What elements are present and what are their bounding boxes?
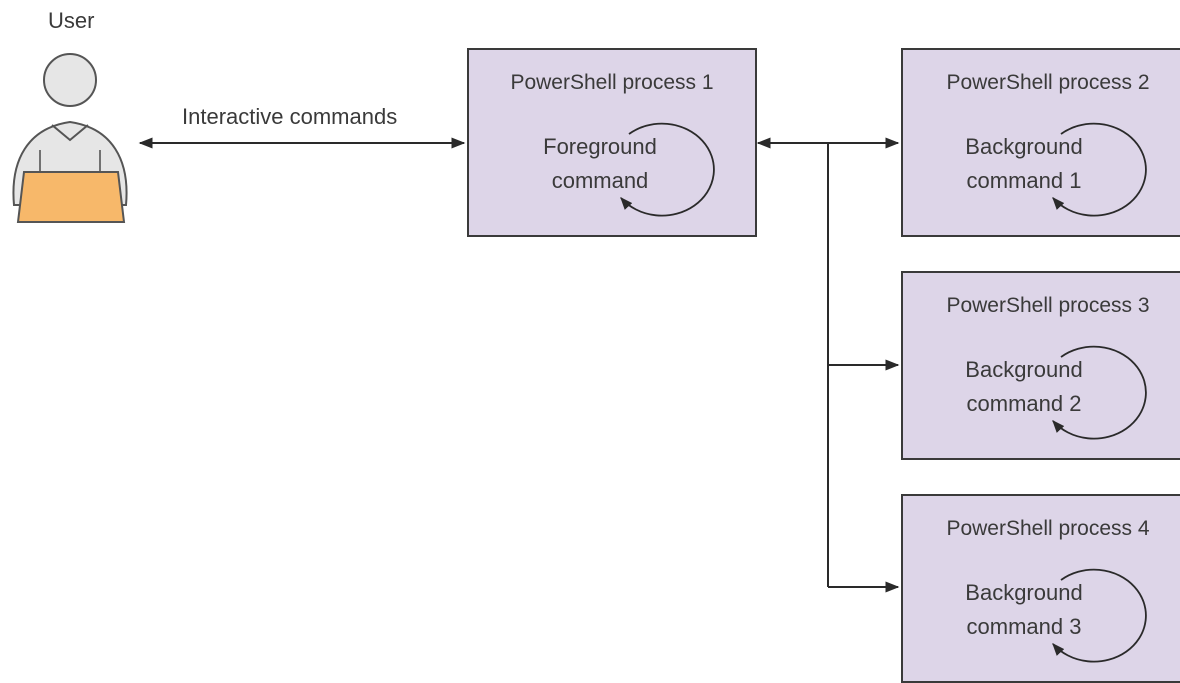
- command-text: Background command 1: [903, 130, 1145, 198]
- process-title: PowerShell process 1: [510, 71, 714, 94]
- process-box-3: PowerShell process 3 Background command …: [901, 271, 1180, 460]
- user-collar: [51, 124, 89, 142]
- command-text: Foreground command: [469, 130, 731, 198]
- command-line-1: Background: [965, 580, 1083, 605]
- command-line-2: command: [551, 168, 649, 193]
- process-title: PowerShell process 4: [946, 517, 1150, 540]
- user-head: [43, 53, 97, 107]
- user-label: User: [48, 8, 95, 33]
- command-line-1: Background: [965, 134, 1083, 159]
- interactive-commands-label: Interactive commands: [182, 104, 398, 129]
- process-box-4: PowerShell process 4 Background command …: [901, 494, 1180, 683]
- command-line-1: Background: [965, 357, 1083, 382]
- command-line-2: command 3: [966, 614, 1082, 639]
- loop-arrow-icon: [1052, 568, 1147, 663]
- command-text: Background command 3: [903, 576, 1145, 644]
- process-box-1: PowerShell process 1 Foreground command: [467, 48, 757, 237]
- command-text: Background command 2: [903, 353, 1145, 421]
- loop-arrow-icon: [1052, 345, 1147, 440]
- command-line-2: command 1: [966, 168, 1082, 193]
- command-line-1: Foreground: [543, 134, 657, 159]
- user-at-laptop-icon: [12, 53, 128, 223]
- loop-arrow-icon: [1052, 122, 1147, 217]
- laptop-icon: [16, 171, 126, 223]
- process-title: PowerShell process 3: [946, 294, 1150, 317]
- process-title: PowerShell process 2: [946, 71, 1150, 94]
- process-box-2: PowerShell process 2 Background command …: [901, 48, 1180, 237]
- loop-arrow-icon: [620, 122, 715, 217]
- command-line-2: command 2: [966, 391, 1082, 416]
